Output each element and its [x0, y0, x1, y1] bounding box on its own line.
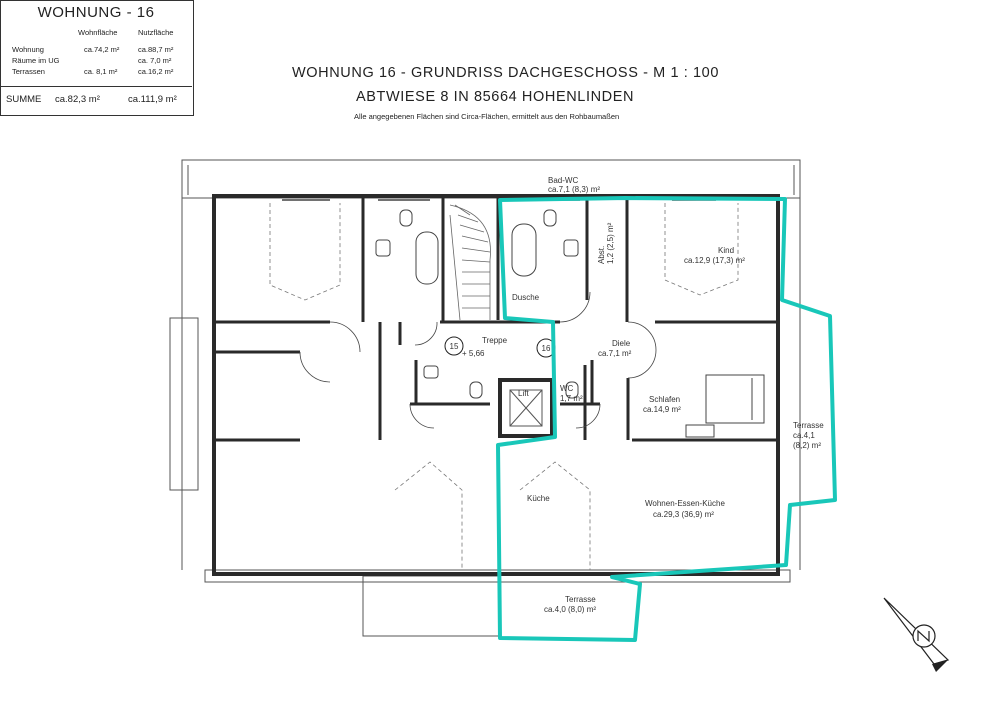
terrace-apartment-15 [362, 575, 500, 637]
wc-area: 1,7 m² [560, 394, 583, 403]
apartment-title: WOHNUNG - 16 [37, 4, 155, 21]
plan-title: WOHNUNG 16 - GRUNDRISS DACHGESCHOSS - M … [292, 65, 720, 81]
area-summary-box: WOHNUNG - 16 Wohnfläche Nutzfläche Wohnu… [0, 0, 194, 116]
diele-name: Diele [612, 339, 631, 348]
kind-name: Kind [718, 246, 734, 255]
lift-label: Lift [518, 389, 529, 398]
door-swings [299, 291, 657, 429]
row-label-raeume-ug: Räume im UG [12, 56, 60, 65]
exterior-walls [212, 194, 780, 576]
unit-15-label: 15 [450, 342, 459, 351]
summary-divider [0, 86, 192, 87]
north-arrow-icon [883, 597, 950, 672]
kueche-label: Küche [527, 494, 550, 503]
wc-name: WC [560, 384, 574, 393]
abstellraum-name: Abst. [597, 246, 606, 264]
plan-address: ABTWIESE 8 IN 85664 HOHENLINDEN [356, 89, 635, 105]
plan-note: Alle angegebenen Flächen sind Circa-Fläc… [354, 112, 620, 121]
summe-wohnflaeche: ca.82,3 m² [55, 94, 100, 105]
terrasse-east-name: Terrasse [793, 421, 824, 430]
row-value-terrassen-wohnflaeche: ca. 8,1 m² [84, 67, 118, 76]
wc-fixtures [423, 365, 579, 399]
schlafen-area: ca.14,9 m² [643, 405, 681, 414]
kind-area: ca.12,9 (17,3) m² [684, 256, 745, 265]
column-header-wohnflaeche: Wohnfläche [78, 28, 118, 37]
terrasse-south-name: Terrasse [565, 595, 596, 604]
apartment-16-highlight [496, 196, 837, 642]
bad-wc-area: ca.7,1 (8,3) m² [548, 185, 600, 194]
diele-area: ca.7,1 m² [598, 349, 632, 358]
staircase [449, 204, 491, 321]
level-marker: + 5,66 [462, 349, 485, 358]
treppe-label: Treppe [482, 336, 508, 345]
bed [685, 374, 765, 438]
skylights [269, 203, 739, 570]
balcony-west [169, 317, 199, 491]
schlafen-name: Schlafen [649, 395, 680, 404]
row-value-terrassen-nutzflaeche: ca.16,2 m² [138, 67, 174, 76]
unit-16-label: 16 [542, 344, 551, 353]
row-value-wohnung-nutzflaeche: ca.88,7 m² [138, 45, 174, 54]
bathtub-apartment-15 [375, 209, 439, 285]
row-label-terrassen: Terrassen [12, 67, 45, 76]
lift-shaft [498, 378, 554, 438]
column-header-nutzflaeche: Nutzfläche [138, 28, 174, 37]
summe-label: SUMME [6, 94, 42, 105]
wohnen-essen-kueche-name: Wohnen-Essen-Küche [645, 499, 725, 508]
wohnen-essen-kueche-area: ca.29,3 (36,9) m² [653, 510, 714, 519]
abstellraum-area: 1,2 (2,5) m² [606, 222, 615, 264]
dusche-label: Dusche [512, 293, 540, 302]
bad-wc-name: Bad-WC [548, 176, 578, 185]
row-value-raeume-ug-nutzflaeche: ca. 7,0 m² [138, 56, 172, 65]
row-value-wohnung-wohnflaeche: ca.74,2 m² [84, 45, 120, 54]
unit-marker-15: 15 [444, 336, 464, 356]
terrasse-east-area-2: (8,2) m² [793, 441, 821, 450]
bathtub-apartment-16 [511, 209, 579, 277]
summe-nutzflaeche: ca.111,9 m² [128, 94, 177, 105]
terrasse-south-area: ca.4,0 (8,0) m² [544, 605, 596, 614]
row-label-wohnung: Wohnung [12, 45, 44, 54]
interior-walls [214, 198, 778, 442]
terrasse-east-area-1: ca.4,1 [793, 431, 815, 440]
